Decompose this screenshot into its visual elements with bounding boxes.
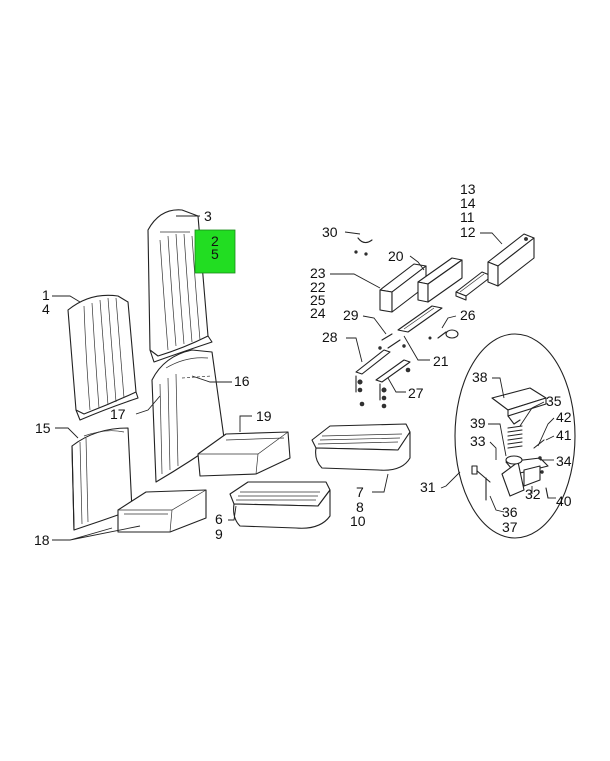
- seat-cushion-center[interactable]: [197, 431, 291, 477]
- callout-8: 8: [356, 499, 364, 515]
- seat-rail-20[interactable]: [417, 257, 463, 303]
- mounting-plate-38[interactable]: [491, 387, 547, 425]
- bolt-29[interactable]: [378, 333, 406, 350]
- highlighted-part-2-5[interactable]: 2 5: [194, 229, 236, 274]
- pin-40[interactable]: [540, 470, 549, 499]
- seat-cushion-pad-7[interactable]: [311, 423, 411, 471]
- callout-27: 27: [408, 385, 424, 401]
- callout-35: 35: [546, 393, 562, 409]
- bracket-21[interactable]: [397, 305, 443, 333]
- callout-25: 25: [310, 292, 326, 308]
- callout-15: 15: [35, 420, 51, 436]
- seat-back-cushion-left[interactable]: [67, 294, 139, 421]
- callout-10: 10: [350, 513, 366, 529]
- spring-35[interactable]: [507, 425, 523, 449]
- callout-40: 40: [556, 493, 572, 509]
- callout-41: 41: [556, 427, 572, 443]
- callout-19: 19: [256, 408, 272, 424]
- callout-42: 42: [556, 409, 572, 425]
- callout-4: 4: [42, 301, 50, 317]
- callout-22: 22: [310, 279, 326, 295]
- callout-18: 18: [34, 532, 50, 548]
- callout-labels: 1 4 3 15 17 16 18 19 6 9 7 8 10 13 14 11…: [34, 181, 572, 548]
- callout-11: 11: [460, 209, 475, 225]
- callout-31: 31: [420, 479, 436, 495]
- callout-26: 26: [460, 307, 476, 323]
- callout-1: 1: [42, 287, 50, 303]
- callout-24: 24: [310, 305, 326, 321]
- leader-lines: [52, 215, 556, 541]
- seat-cushion-left[interactable]: [117, 489, 207, 533]
- callout-21: 21: [433, 353, 449, 369]
- seat-back-cushion-center[interactable]: [147, 209, 213, 363]
- spring-clip-30[interactable]: [354, 237, 373, 256]
- callout-17: 17: [110, 406, 126, 422]
- callout-9: 9: [215, 526, 223, 542]
- seat-rail-23[interactable]: [379, 263, 427, 313]
- callout-16: 16: [234, 373, 250, 389]
- swivel-base-detail-circle: [454, 333, 576, 539]
- callout-32: 32: [525, 486, 541, 502]
- callout-3: 3: [204, 208, 212, 224]
- callout-29: 29: [343, 307, 359, 323]
- callout-37: 37: [502, 519, 518, 535]
- knob-26[interactable]: [428, 329, 459, 340]
- callout-6: 6: [215, 511, 223, 527]
- callout-20: 20: [388, 248, 404, 264]
- callout-34: 34: [556, 453, 572, 469]
- callout-7: 7: [356, 484, 364, 500]
- slide-track-28[interactable]: [355, 349, 411, 409]
- seat-rail-12[interactable]: [487, 233, 535, 287]
- callout-23: 23: [310, 265, 326, 281]
- callout-38: 38: [472, 369, 488, 385]
- callout-39: 39: [470, 415, 486, 431]
- callout-30: 30: [322, 224, 338, 240]
- callout-12: 12: [460, 224, 476, 240]
- callout-36: 36: [502, 504, 518, 520]
- callout-33: 33: [470, 433, 486, 449]
- pedestal-32[interactable]: [501, 455, 549, 497]
- callout-2: 2: [211, 233, 219, 249]
- handle-33[interactable]: [471, 465, 491, 501]
- callout-5: 5: [211, 246, 219, 262]
- callout-13: 13: [460, 181, 476, 197]
- callout-28: 28: [322, 329, 338, 345]
- callout-14: 14: [460, 195, 476, 211]
- seat-cushion-pad-6[interactable]: [229, 481, 331, 529]
